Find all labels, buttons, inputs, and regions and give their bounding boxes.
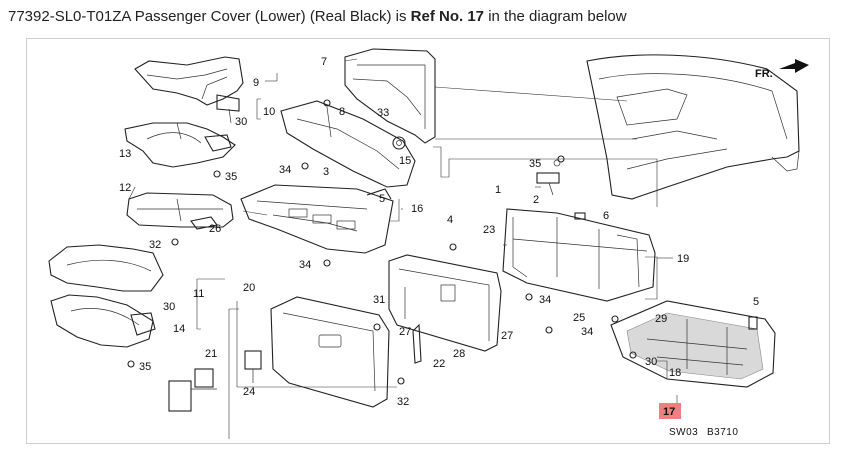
callout-32b: 32 [397, 396, 409, 408]
callout-10: 10 [263, 106, 275, 118]
fr-arrow-icon [779, 59, 809, 73]
caption-suffix: in the diagram below [484, 8, 627, 25]
callout-35b: 35 [529, 158, 541, 170]
callout-19: 19 [677, 253, 689, 265]
callout-14: 14 [173, 323, 185, 335]
callout-21: 21 [205, 348, 217, 360]
ref-17-highlight [659, 403, 681, 419]
callout-29: 29 [655, 313, 667, 325]
callout-20: 20 [243, 282, 255, 294]
callout-18: 18 [669, 367, 681, 379]
callout-24: 24 [243, 386, 255, 398]
callout-23: 23 [483, 224, 495, 236]
fr-label: FR. [755, 68, 773, 80]
callout-34d: 34 [581, 326, 593, 338]
dashboard-outline [434, 54, 800, 200]
callout-30a: 30 [235, 116, 247, 128]
upper-column-cover [134, 56, 244, 124]
diagram-code-1: SW03 [669, 427, 698, 438]
callout-30c: 30 [645, 356, 657, 368]
callout-12: 12 [119, 182, 131, 194]
lock-cylinder-icon [392, 136, 406, 150]
callout-5b: 5 [753, 296, 759, 308]
callout-2: 2 [533, 194, 539, 206]
callout-28: 28 [453, 348, 465, 360]
glove-box-upper-panel [280, 99, 416, 188]
glove-box-body [502, 208, 656, 302]
callout-8: 8 [339, 106, 345, 118]
callout-27a: 27 [399, 326, 411, 338]
leader-lines [128, 58, 678, 439]
diagram-code-2: B3710 [707, 427, 738, 438]
callout-35a: 35 [225, 171, 237, 183]
callout-16: 16 [411, 203, 423, 215]
callout-labels: 1 2 3 4 5 5 6 7 8 9 10 11 12 13 14 15 16… [119, 56, 759, 419]
knee-bolster-panel [126, 192, 234, 230]
callout-1: 1 [495, 184, 501, 196]
caption-part-desc: 77392-SL0-T01ZA Passenger Cover (Lower) … [8, 8, 411, 25]
callout-25: 25 [573, 312, 585, 324]
lower-column-cover [48, 244, 164, 348]
callout-7: 7 [321, 56, 327, 68]
dash-trim-panel [344, 48, 436, 144]
callout-33: 33 [377, 107, 389, 119]
parts-diagram: FR. [26, 38, 830, 444]
callout-34c: 34 [539, 294, 551, 306]
callout-11: 11 [193, 288, 204, 300]
callout-4: 4 [447, 214, 453, 226]
callout-32a: 32 [149, 239, 161, 251]
callout-34a: 34 [279, 164, 291, 176]
callout-31: 31 [373, 294, 385, 306]
part-caption: 77392-SL0-T01ZA Passenger Cover (Lower) … [8, 8, 627, 25]
glove-box-frame [240, 184, 394, 254]
callout-26: 26 [209, 223, 221, 235]
callout-9: 9 [253, 77, 259, 89]
callout-5a: 5 [379, 193, 385, 205]
glove-box-lid [270, 296, 390, 408]
passenger-cover-lower [610, 300, 776, 388]
callout-34b: 34 [299, 259, 311, 271]
callout-15: 15 [399, 155, 411, 167]
caption-ref-label: Ref No. 17 [410, 8, 485, 25]
callout-27b: 27 [501, 330, 513, 342]
glove-box-latch [168, 350, 262, 412]
fasteners [127, 155, 758, 385]
callout-3: 3 [323, 166, 329, 178]
callout-13: 13 [119, 148, 131, 160]
glove-box-light-switch [536, 159, 561, 196]
callout-30b: 30 [163, 301, 175, 313]
callout-22: 22 [433, 358, 445, 370]
column-cover-lower-top [124, 122, 236, 168]
callout-17: 17 [663, 406, 675, 418]
callout-35c: 35 [139, 361, 151, 373]
front-direction-arrow: FR. [755, 59, 809, 80]
parts-diagram-svg: FR. [48, 48, 809, 439]
glove-box-lid-inner [388, 254, 502, 364]
callout-6: 6 [603, 210, 609, 222]
